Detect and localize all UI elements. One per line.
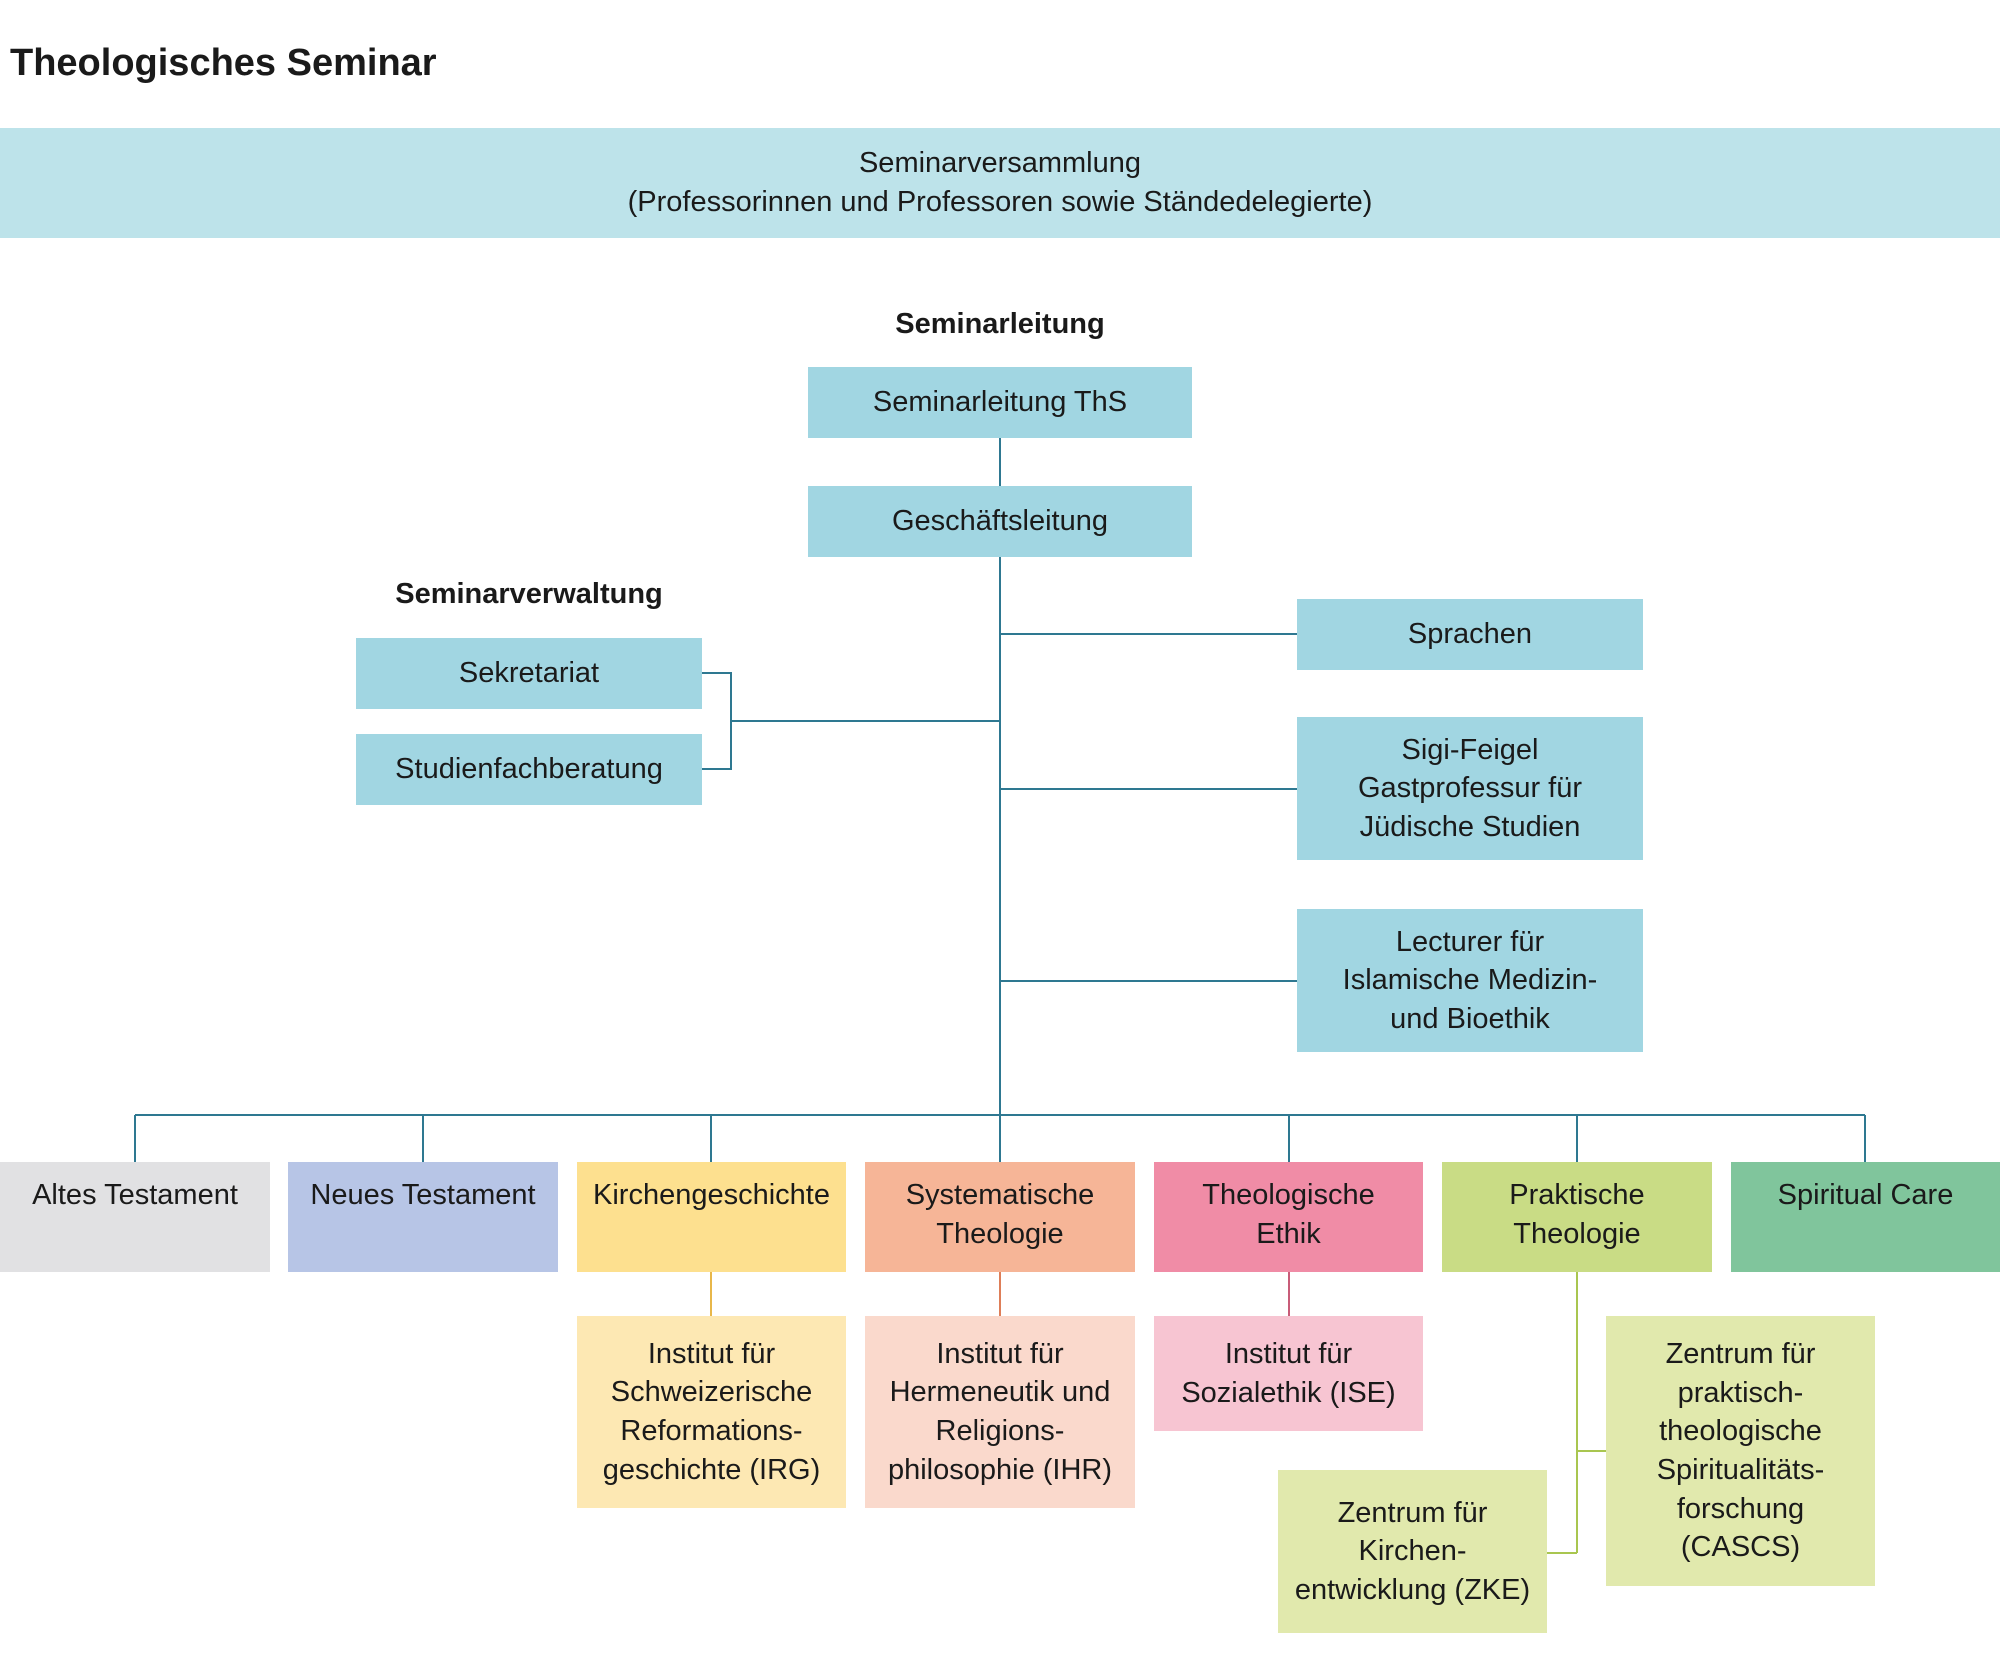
dept-praktische-theologie: Praktische Theologie (1442, 1162, 1712, 1272)
dept-spiritual-care: Spiritual Care (1731, 1162, 2000, 1272)
institute-ihr: Institut für Hermeneutik und Religions- … (865, 1316, 1135, 1508)
leadership-heading: Seminarleitung (895, 308, 1105, 340)
assembly-bar: Seminarversammlung (Professorinnen und P… (0, 128, 2000, 238)
dept-systematische-theologie: Systematische Theologie (865, 1162, 1135, 1272)
study-advice-box: Studienfachberatung (356, 734, 702, 805)
assembly-title: Seminarversammlung (858, 147, 1142, 180)
dept-kirchengeschichte: Kirchengeschichte (577, 1162, 846, 1272)
dept-altes-testament: Altes Testament (0, 1162, 270, 1272)
secretariat-box: Sekretariat (356, 638, 702, 709)
institute-irg: Institut für Schweizerische Reformations… (577, 1316, 846, 1508)
management-box: Geschäftsleitung (808, 486, 1192, 557)
center-cascs: Zentrum für praktisch- theologische Spir… (1606, 1316, 1875, 1586)
institute-ise: Institut für Sozialethik (ISE) (1154, 1316, 1423, 1431)
connector-admin-bracket (702, 672, 732, 770)
staff-lecturer-box: Lecturer für Islamische Medizin- und Bio… (1297, 909, 1643, 1052)
dept-neues-testament: Neues Testament (288, 1162, 558, 1272)
assembly-subtitle: (Professorinnen und Professoren sowie St… (627, 186, 1373, 218)
seminar-head-box: Seminarleitung ThS (808, 367, 1192, 438)
staff-feigel-box: Sigi-Feigel Gastprofessur für Jüdische S… (1297, 717, 1643, 860)
staff-languages-box: Sprachen (1297, 599, 1643, 670)
administration-heading: Seminarverwaltung (395, 578, 663, 610)
page-title: Theologisches Seminar (10, 42, 437, 84)
dept-theologische-ethik: Theologische Ethik (1154, 1162, 1423, 1272)
center-zke: Zentrum für Kirchen- entwicklung (ZKE) (1278, 1470, 1547, 1633)
